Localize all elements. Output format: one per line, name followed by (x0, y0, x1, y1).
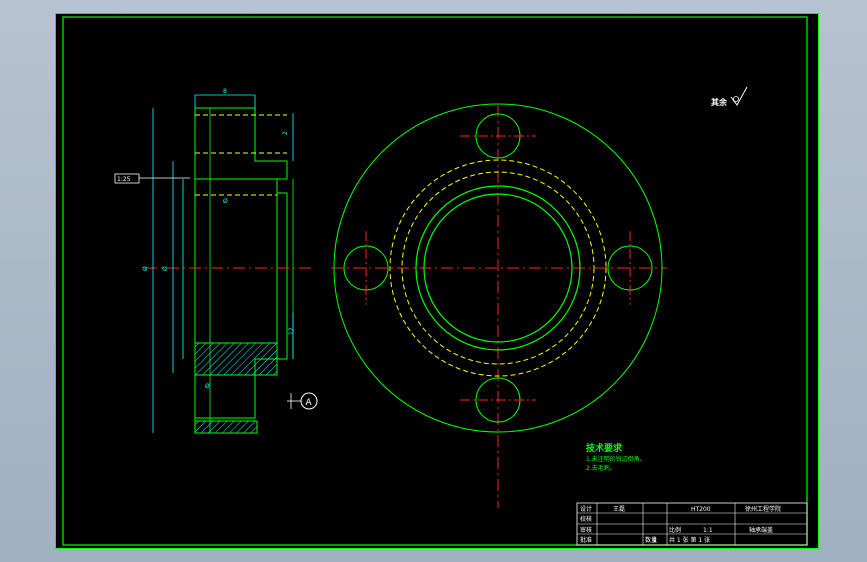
dimension-text: Ø (223, 198, 228, 205)
tb-row-value: 王磊 (613, 506, 625, 513)
dimension-text: 2 (282, 131, 289, 135)
drawing-canvas[interactable]: 8 Ø Ø 2 12 Ø Ø 1:25 A 其余 (55, 13, 819, 549)
dimension-text: Ø (205, 383, 210, 390)
section-outline (194, 107, 288, 180)
roughness-symbol: 其余 (711, 86, 748, 107)
roughness-circle-icon (733, 96, 739, 102)
left-callout-box (114, 173, 140, 184)
tb-quantity-value: 1 (653, 537, 657, 544)
bore-inner-circle (423, 193, 573, 343)
tech-requirements: 技术要求 1.未注明的锐边倒角。 2.去毛刺。 (586, 442, 646, 472)
section-view: 8 Ø Ø 2 12 Ø Ø 1:25 A (114, 88, 318, 434)
dimension-text: 12 (288, 327, 295, 335)
hatch-block-bottom (194, 420, 258, 434)
hidden-circle-inner (401, 171, 595, 365)
dimension-text: Ø (162, 266, 169, 271)
hidden-circle-outer (389, 159, 607, 377)
dimension-text: Ø (142, 266, 149, 271)
tech-req-item: 1.未注明的锐边倒角。 (586, 455, 646, 463)
tb-company: 徐州工程学院 (745, 505, 781, 513)
tech-req-title: 技术要求 (586, 442, 623, 454)
datum-label: A (306, 398, 313, 408)
tb-sheet: 共 1 张 第 1 张 (669, 536, 710, 544)
roughness-check-icon (730, 86, 748, 106)
tech-req-item: 2.去毛刺。 (586, 464, 616, 472)
tb-scale-label: 比例 (669, 526, 681, 534)
drawing-svg: 8 Ø Ø 2 12 Ø Ø 1:25 A 其余 (55, 13, 819, 549)
tb-row-label: 设计 (580, 505, 592, 513)
datum-circle (300, 392, 318, 410)
tb-part-name: 轴承端盖 (749, 526, 773, 534)
tb-row-label: 批准 (580, 536, 592, 544)
flange-outer-circle (333, 103, 663, 433)
inner-frame (62, 16, 808, 546)
dimension-text: 8 (223, 88, 227, 95)
bore-outer-circle (415, 185, 581, 351)
title-block: 设计 王磊 校核 审核 批准 HT200 徐州工程学院 比例 1:1 轴承端盖 … (576, 502, 808, 546)
roughness-note: 其余 (711, 97, 728, 107)
tb-quantity-label: 数量 (645, 536, 657, 544)
tb-row-label: 校核 (580, 515, 592, 523)
tb-row-label: 审核 (580, 526, 592, 534)
left-callout-text: 1:25 (117, 176, 131, 183)
outer-frame (55, 13, 819, 549)
front-view (331, 103, 667, 508)
hatch-block-lower (194, 342, 278, 376)
tb-material: HT200 (691, 506, 711, 513)
tb-scale-value: 1:1 (703, 527, 713, 534)
